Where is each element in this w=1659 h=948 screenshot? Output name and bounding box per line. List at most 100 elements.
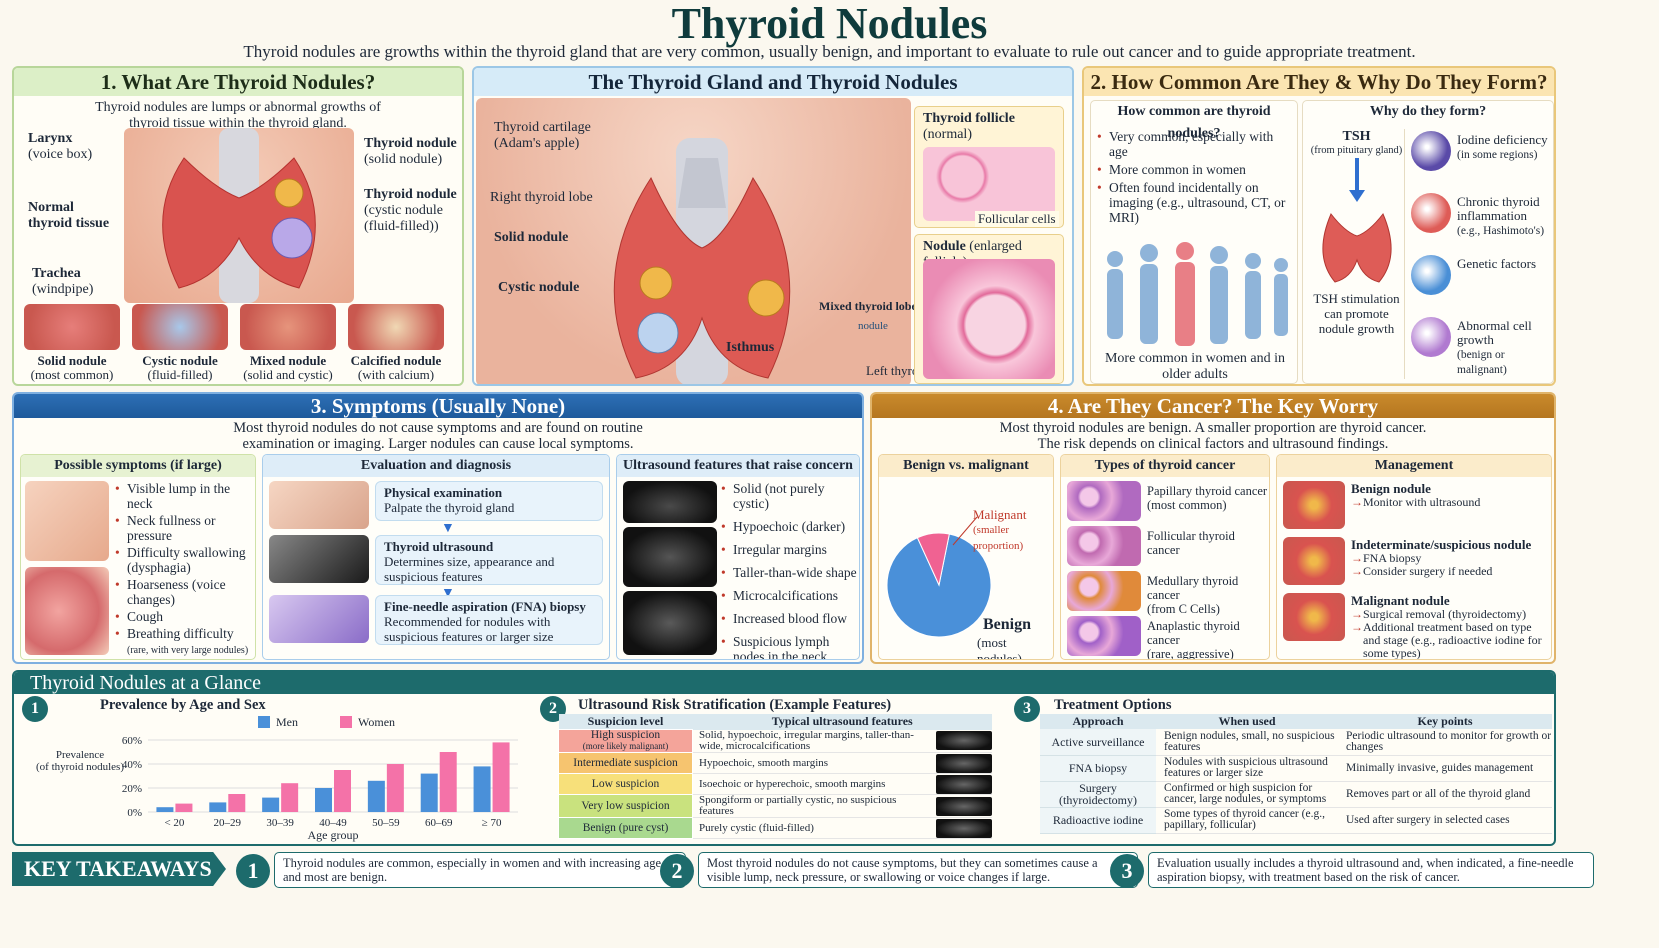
nodule-type-caption: Calcified nodule(with calcium) [342, 354, 450, 382]
panel-intro: Most thyroid nodules do not cause sympto… [233, 420, 643, 452]
treatment-when: Nodules with suspicious ultrasound featu… [1156, 755, 1338, 782]
list-item: Breathing difficulty [115, 626, 255, 641]
cancer-type-sub: (rare, aggressive) [1147, 647, 1234, 660]
management-image [1283, 537, 1345, 585]
nodule-type-name: Cystic nodule [142, 353, 218, 368]
evaluation-step-desc: Recommended for nodules with suspicious … [384, 614, 554, 644]
cancer-type-sub: (from C Cells) [1147, 602, 1220, 616]
treatment-approach: Surgery (thyroidectomy) [1040, 781, 1156, 808]
treatment-key: Minimally invasive, guides management [1338, 755, 1552, 782]
malignant-label: Malignant [973, 507, 1027, 522]
takeaway-text: Most thyroid nodules do not cause sympto… [698, 852, 1138, 888]
risk-level-sub: (more likely malignant) [582, 741, 669, 751]
x-tick-label: 60–69 [425, 817, 453, 829]
management-name: Benign nodule [1351, 481, 1431, 496]
risk-col-features: Typical ultrasound features [771, 714, 913, 729]
symptoms-title: Possible symptoms (if large) [21, 455, 255, 477]
neck-anatomy-illustration [476, 98, 911, 384]
cause-name: Chronic thyroid inflammation [1457, 194, 1540, 223]
nodule-type-name: Solid nodule [37, 353, 107, 368]
bar-women [439, 752, 457, 812]
list-item: Increased blood flow [721, 611, 859, 626]
legend-swatch [258, 716, 270, 728]
section-number-3: 3 [1014, 696, 1040, 722]
cancer-type-name: Follicular thyroid cancer [1147, 529, 1235, 557]
treatment-key: Periodic ultrasound to monitor for growt… [1338, 729, 1552, 756]
glance-title: Thyroid Nodules at a Glance [14, 672, 1554, 694]
arrow-right-icon: → [1351, 564, 1363, 578]
ultrasound-image-1 [623, 481, 717, 523]
solid-nodule-sub: (solid nodule) [364, 152, 443, 167]
how-common-title: How common are thyroid nodules? [1117, 104, 1271, 141]
treatment-col-when: When used [1218, 714, 1276, 728]
cause-sub: (in some regions) [1457, 149, 1538, 161]
bar-women [175, 803, 193, 812]
normal-label: Normal [28, 200, 74, 215]
follicle-illustration [923, 147, 1055, 221]
cause-icon [1411, 193, 1451, 233]
follicle-sub: (normal) [923, 127, 972, 142]
management-item-group: Malignant nodule→Surgical removal (thyro… [1351, 593, 1549, 659]
ultrasound-image-3 [623, 591, 717, 655]
x-axis-label: Age group [308, 828, 359, 842]
cause-item: Genetic factors [1457, 257, 1553, 271]
follicular-cells-label: Follicular cells [975, 211, 1059, 227]
treatment-when: Some types of thyroid cancer (e.g., papi… [1156, 807, 1338, 834]
risk-level: Intermediate suspicion [573, 756, 678, 769]
list-item: Solid (not purely cystic) [721, 481, 859, 511]
y-tick-label: 40% [122, 759, 142, 771]
legend-label: Men [276, 715, 298, 729]
bar-men [209, 802, 227, 812]
bar-men [262, 797, 280, 812]
evaluation-image [269, 535, 369, 583]
nodule-label: nodule [858, 320, 888, 332]
panel-what-are-nodules: 1. What Are Thyroid Nodules? Thyroid nod… [12, 66, 464, 386]
mixed-lobe-label: Mixed thyroid lobe [819, 299, 917, 313]
list-item: Hoarseness (voice changes) [115, 577, 255, 607]
list-item: Hypoechoic (darker) [721, 519, 859, 534]
population-caption: More common in women and in older adults [1104, 351, 1286, 382]
cancer-type-image [1067, 571, 1141, 611]
nodule-type-name: Mixed nodule [249, 353, 327, 368]
how-common-box: How common are thyroid nodules? Very com… [1090, 100, 1298, 384]
list-item: Suspicious lymph nodes in the neck [721, 634, 859, 659]
cause-name: Abnormal cell growth [1457, 318, 1532, 347]
bar-men [420, 773, 438, 812]
cause-icon [1411, 131, 1451, 171]
trachea-sub: (windpipe) [32, 282, 94, 297]
larynx-sub: (voice box) [28, 147, 93, 162]
management-image [1283, 481, 1345, 529]
tsh-label: TSH [1342, 129, 1371, 144]
neck-lump-photo [25, 481, 109, 561]
panel-how-common: 2. How Common Are They & Why Do They For… [1082, 66, 1556, 386]
risk-level: High suspicion [590, 729, 661, 741]
legend-label: Women [358, 715, 395, 729]
takeaway-number: 2 [660, 854, 694, 888]
cancer-type-sub: (most common) [1147, 498, 1227, 512]
nodule-enlarged-label: Nodule [923, 239, 966, 254]
how-common-list: Very common, especially with ageMore com… [1097, 129, 1293, 228]
panel-intro: Most thyroid nodules are benign. A small… [999, 420, 1427, 452]
list-item: Visible lump in the neck [115, 481, 255, 511]
why-form-title: Why do they form? [1369, 104, 1487, 119]
nodule-type-image [24, 304, 120, 350]
panel-cancer: 4. Are They Cancer? The Key Worry Most t… [870, 392, 1556, 664]
larynx-label: Larynx [28, 131, 73, 146]
arrow-right-icon: → [1351, 495, 1363, 509]
cancer-type-item: Papillary thyroid cancer(most common) [1147, 484, 1269, 512]
arrow-right-icon: → [1351, 620, 1363, 634]
ultrasound-thumbnail [936, 731, 992, 751]
y-axis-label-sub: (of thyroid nodules) [36, 761, 124, 773]
management-item-group: Benign nodule→Monitor with ultrasound [1351, 481, 1549, 509]
treatment-when: Benign nodules, small, no suspicious fea… [1156, 729, 1338, 756]
benign-vs-malignant-box: Benign vs. malignant Malignant (smaller … [878, 454, 1054, 660]
treatment-key: Used after surgery in selected cases [1338, 807, 1552, 834]
nodule-type-caption: Mixed nodule(solid and cystic) [234, 354, 342, 382]
takeaway-number: 1 [236, 854, 270, 888]
table-row: Benign (pure cyst)Purely cystic (fluid-f… [558, 817, 992, 839]
